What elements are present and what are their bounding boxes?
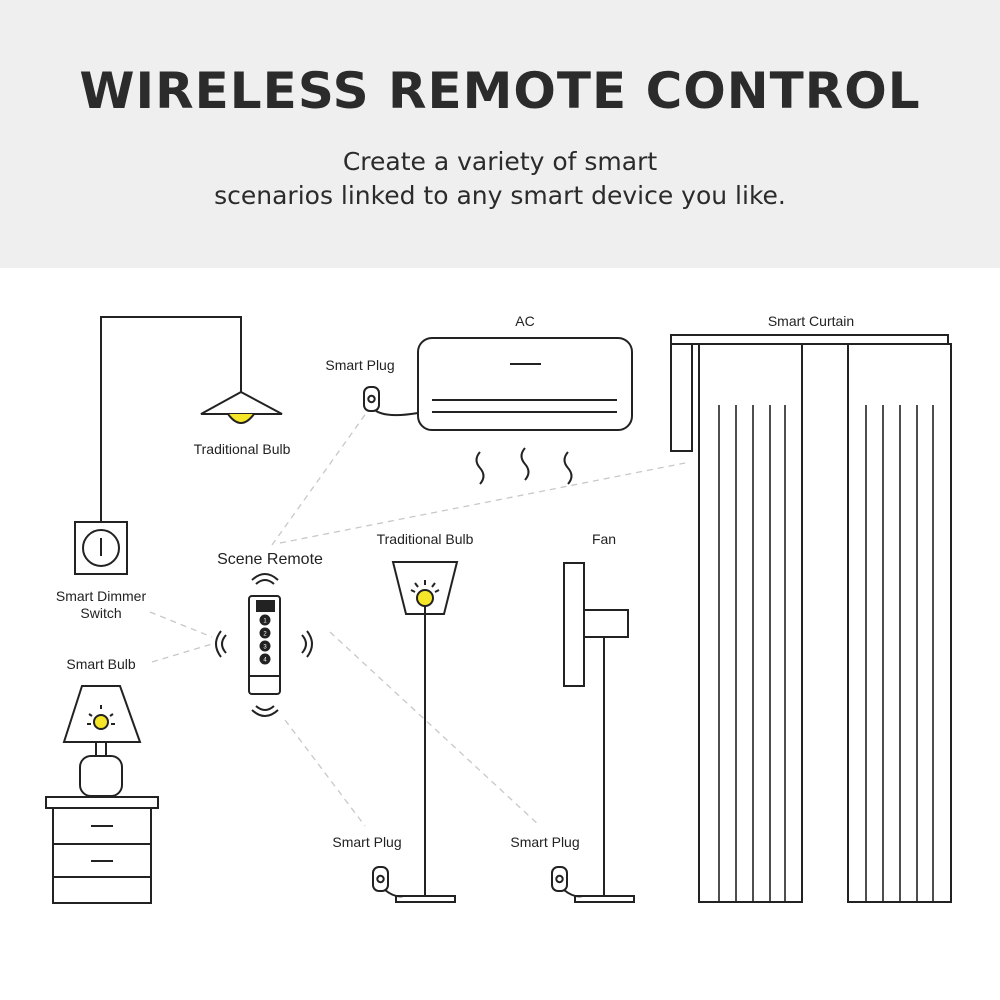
airflow-wave-2 — [520, 447, 530, 481]
label-traditional-bulb-floor: Traditional Bulb — [376, 531, 474, 547]
signal-line-floor-lamp-plug — [284, 719, 366, 827]
floor-lamp-base — [395, 895, 456, 903]
signal-line-smart-plug-ac — [271, 411, 368, 546]
label-smart-curtain: Smart Curtain — [767, 313, 855, 329]
smart-bulb — [93, 714, 109, 730]
remote-button-3-label: 3 — [263, 645, 267, 651]
label-smart-plug-floor-lamp: Smart Plug — [332, 834, 402, 850]
signal-line-fan-plug — [329, 631, 541, 827]
table-lamp-shade — [62, 685, 142, 743]
curtain-folds — [718, 405, 934, 902]
signal-wave-top-outer — [251, 573, 279, 581]
scene-remote: 1 2 3 4 — [248, 595, 281, 695]
floor-lamp — [391, 561, 459, 903]
label-smart-plug-ac: Smart Plug — [325, 357, 395, 373]
signal-wave-bottom-outer — [251, 709, 279, 717]
subtitle-line-2: scenarios linked to any smart device you… — [214, 181, 786, 210]
fan-base — [574, 895, 635, 903]
label-smart-dimmer-switch: Smart Dimmer Switch — [56, 588, 146, 622]
signal-wave-right-inner — [301, 634, 307, 654]
signal-lines — [149, 411, 691, 827]
airflow-wave-1 — [475, 451, 485, 485]
label-traditional-bulb-ceiling: Traditional Bulb — [193, 441, 291, 457]
standing-fan — [563, 562, 635, 903]
table-lamp-neck — [95, 741, 107, 757]
page-title: WIRELESS REMOTE CONTROL — [79, 62, 921, 120]
signal-wave-left-inner — [221, 634, 227, 654]
remote-indicator — [256, 600, 275, 612]
curtain-rail — [670, 334, 949, 345]
smart-plug-floor-lamp — [372, 866, 404, 898]
signal-line-dimmer-switch — [149, 611, 213, 638]
ceiling-lamp — [100, 316, 283, 523]
subtitle-line-1: Create a variety of smart — [342, 147, 658, 176]
signal-wave-bottom-inner — [255, 705, 275, 711]
remote-signal-waves — [215, 573, 313, 717]
label-scene-remote: Scene Remote — [217, 551, 323, 568]
nightstand — [45, 796, 159, 904]
smart-plug-fan — [551, 866, 583, 898]
page-subtitle: Create a variety of smart scenarios link… — [0, 145, 1000, 213]
fan-motor — [583, 609, 629, 638]
header-banner: WIRELESS REMOTE CONTROL Create a variety… — [0, 0, 1000, 268]
label-smart-dimmer-switch-line-2: Switch — [80, 605, 122, 621]
smart-dimmer-switch — [74, 521, 128, 575]
fan-head — [563, 562, 585, 687]
label-fan: Fan — [591, 531, 617, 547]
curtain-motor — [670, 343, 693, 452]
remote-button-4-label: 4 — [263, 658, 267, 664]
ceiling-wire — [100, 316, 242, 523]
ceiling-lamp-shade — [200, 390, 283, 415]
table-lamp-base — [79, 755, 123, 797]
signal-line-smart-bulb — [151, 643, 213, 663]
floor-lamp-bulb — [416, 589, 434, 607]
smart-curtain — [670, 334, 952, 903]
ceiling-bulb — [227, 413, 255, 424]
remote-button-1-label: 1 — [263, 619, 267, 625]
signal-wave-top-inner — [255, 579, 275, 585]
signal-wave-right-outer — [306, 630, 313, 658]
smart-plug-ac — [363, 386, 419, 417]
label-smart-dimmer-switch-line-1: Smart Dimmer — [55, 588, 147, 604]
label-smart-plug-fan: Smart Plug — [510, 834, 580, 850]
airflow-wave-3 — [563, 451, 573, 485]
signal-line-curtain — [279, 461, 691, 544]
signal-wave-left-outer — [215, 630, 222, 658]
curtain-panel-left — [698, 343, 803, 903]
floor-lamp-shade — [391, 561, 459, 615]
smart-table-lamp — [62, 685, 142, 797]
label-smart-bulb: Smart Bulb — [66, 656, 136, 672]
label-ac: AC — [515, 313, 535, 329]
air-conditioner — [417, 337, 633, 485]
remote-button-2-label: 2 — [263, 632, 267, 638]
